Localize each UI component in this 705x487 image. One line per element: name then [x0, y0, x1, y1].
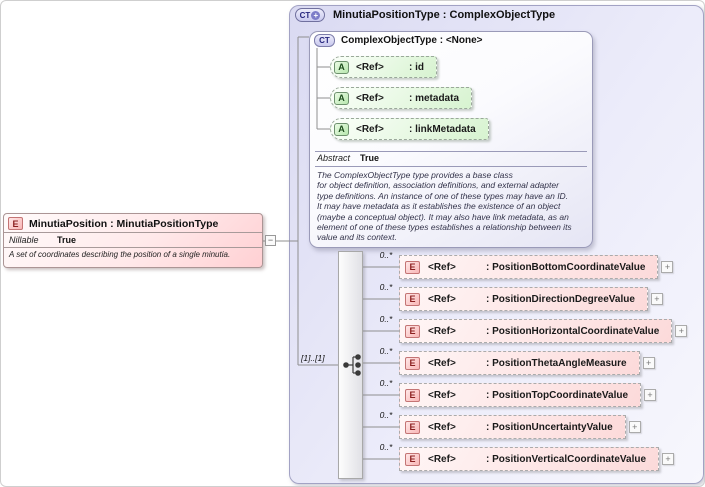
cardinality-label: 0..*	[379, 410, 393, 420]
element-name: : PositionThetaAngleMeasure	[486, 357, 627, 369]
collapse-toggle[interactable]: −	[265, 235, 276, 246]
expand-button[interactable]: +	[642, 357, 655, 369]
documentation-text: The ComplexObjectType type provides a ba…	[317, 170, 572, 243]
attribute-node-metadata[interactable]: A <Ref> : metadata	[330, 87, 473, 109]
element-node[interactable]: E <Ref> : PositionUncertaintyValue	[399, 415, 626, 439]
element-node[interactable]: E <Ref> : PositionTopCoordinateValue	[399, 383, 642, 407]
element-row-bottom: E <Ref> : PositionBottomCoordinateValue …	[399, 255, 674, 279]
element-node[interactable]: E <Ref> : PositionBottomCoordinateValue	[399, 255, 659, 279]
element-icon: E	[405, 324, 420, 338]
attribute-icon: A	[334, 60, 349, 74]
ref-label: <Ref>	[428, 421, 456, 433]
cardinality-label: 0..*	[379, 442, 393, 452]
ref-label: <Ref>	[428, 389, 456, 401]
attribute-node-linkmetadata[interactable]: A <Ref> : linkMetadata	[330, 118, 489, 140]
element-icon: E	[405, 420, 420, 434]
ref-label: <Ref>	[428, 261, 456, 273]
element-node[interactable]: E <Ref> : PositionHorizontalCoordinateVa…	[399, 319, 673, 343]
ref-label: <Ref>	[356, 92, 384, 104]
element-name: : PositionDirectionDegreeValue	[486, 293, 635, 305]
element-name: : PositionVerticalCoordinateValue	[486, 453, 647, 465]
complex-type-plus-icon: CT +	[295, 8, 325, 22]
element-name: : PositionHorizontalCoordinateValue	[486, 325, 660, 337]
element-icon: E	[405, 388, 420, 402]
element-node-title: MinutiaPosition : MinutiaPositionType	[29, 217, 219, 230]
element-row-top: E <Ref> : PositionTopCoordinateValue +	[399, 383, 657, 407]
element-row-theta: E <Ref> : PositionThetaAngleMeasure +	[399, 351, 655, 375]
attribute-name: : metadata	[409, 92, 460, 104]
attribute-icon: A	[334, 122, 349, 136]
cardinality-label: 0..*	[379, 282, 393, 292]
cardinality-label: 0..*	[379, 314, 393, 324]
element-node-header: E MinutiaPosition : MinutiaPositionType	[4, 214, 262, 232]
cardinality-label: 0..*	[379, 250, 393, 260]
complex-type-title: MinutiaPositionType : ComplexObjectType	[333, 9, 556, 21]
expand-button[interactable]: +	[675, 325, 688, 337]
element-node[interactable]: E <Ref> : PositionThetaAngleMeasure	[399, 351, 640, 375]
attribute-name: : linkMetadata	[409, 123, 476, 135]
expand-button[interactable]: +	[661, 261, 674, 273]
nillable-label: Nillable	[9, 235, 39, 245]
plus-icon: +	[311, 10, 321, 20]
element-node[interactable]: E <Ref> : PositionDirectionDegreeValue	[399, 287, 648, 311]
element-icon: E	[405, 452, 420, 466]
base-type-header: CT ComplexObjectType : <None>	[314, 34, 483, 47]
sequence-bar	[338, 251, 363, 479]
expand-button[interactable]: +	[628, 421, 641, 433]
sequence-cardinality: [1]..[1]	[301, 353, 325, 363]
ct-letters: CT	[299, 10, 311, 20]
abstract-label: Abstract	[317, 153, 351, 163]
element-node[interactable]: E <Ref> : PositionVerticalCoordinateValu…	[399, 447, 660, 471]
attribute-node-id[interactable]: A <Ref> : id	[330, 56, 437, 78]
element-row-direction: E <Ref> : PositionDirectionDegreeValue +	[399, 287, 663, 311]
cardinality-label: 0..*	[379, 378, 393, 388]
divider	[315, 151, 587, 152]
ref-label: <Ref>	[428, 453, 456, 465]
attribute-icon: A	[334, 91, 349, 105]
expand-button[interactable]: +	[662, 453, 675, 465]
complex-type-header: CT + MinutiaPositionType : ComplexObject…	[295, 8, 555, 22]
ref-label: <Ref>	[428, 293, 456, 305]
ct-icon: CT	[314, 34, 335, 47]
element-icon: E	[405, 292, 420, 306]
minus-icon: −	[267, 235, 274, 245]
element-icon: E	[8, 217, 23, 230]
element-row-horizontal: E <Ref> : PositionHorizontalCoordinateVa…	[399, 319, 688, 343]
element-name: : PositionTopCoordinateValue	[486, 389, 629, 401]
element-row-uncertainty: E <Ref> : PositionUncertaintyValue +	[399, 415, 641, 439]
element-row-vertical: E <Ref> : PositionVerticalCoordinateValu…	[399, 447, 675, 471]
divider	[315, 166, 587, 167]
divider	[4, 232, 262, 233]
element-node-minutiaposition[interactable]: E MinutiaPosition : MinutiaPositionType …	[3, 213, 263, 268]
expand-button[interactable]: +	[644, 389, 657, 401]
ref-label: <Ref>	[428, 357, 456, 369]
element-name: : PositionBottomCoordinateValue	[486, 261, 646, 273]
nillable-row: Nillable True	[4, 233, 262, 247]
cardinality-label: 0..*	[379, 346, 393, 356]
attribute-name: : id	[409, 61, 424, 73]
divider	[4, 247, 262, 248]
ref-label: <Ref>	[356, 61, 384, 73]
element-icon: E	[405, 260, 420, 274]
expand-button[interactable]: +	[650, 293, 663, 305]
base-type-title: ComplexObjectType : <None>	[341, 35, 483, 46]
annotation-text: A set of coordinates describing the posi…	[9, 250, 231, 259]
nillable-value: True	[57, 235, 77, 245]
abstract-value: True	[360, 153, 380, 163]
ref-label: <Ref>	[428, 325, 456, 337]
element-name: : PositionUncertaintyValue	[486, 421, 613, 433]
element-icon: E	[405, 356, 420, 370]
ref-label: <Ref>	[356, 123, 384, 135]
